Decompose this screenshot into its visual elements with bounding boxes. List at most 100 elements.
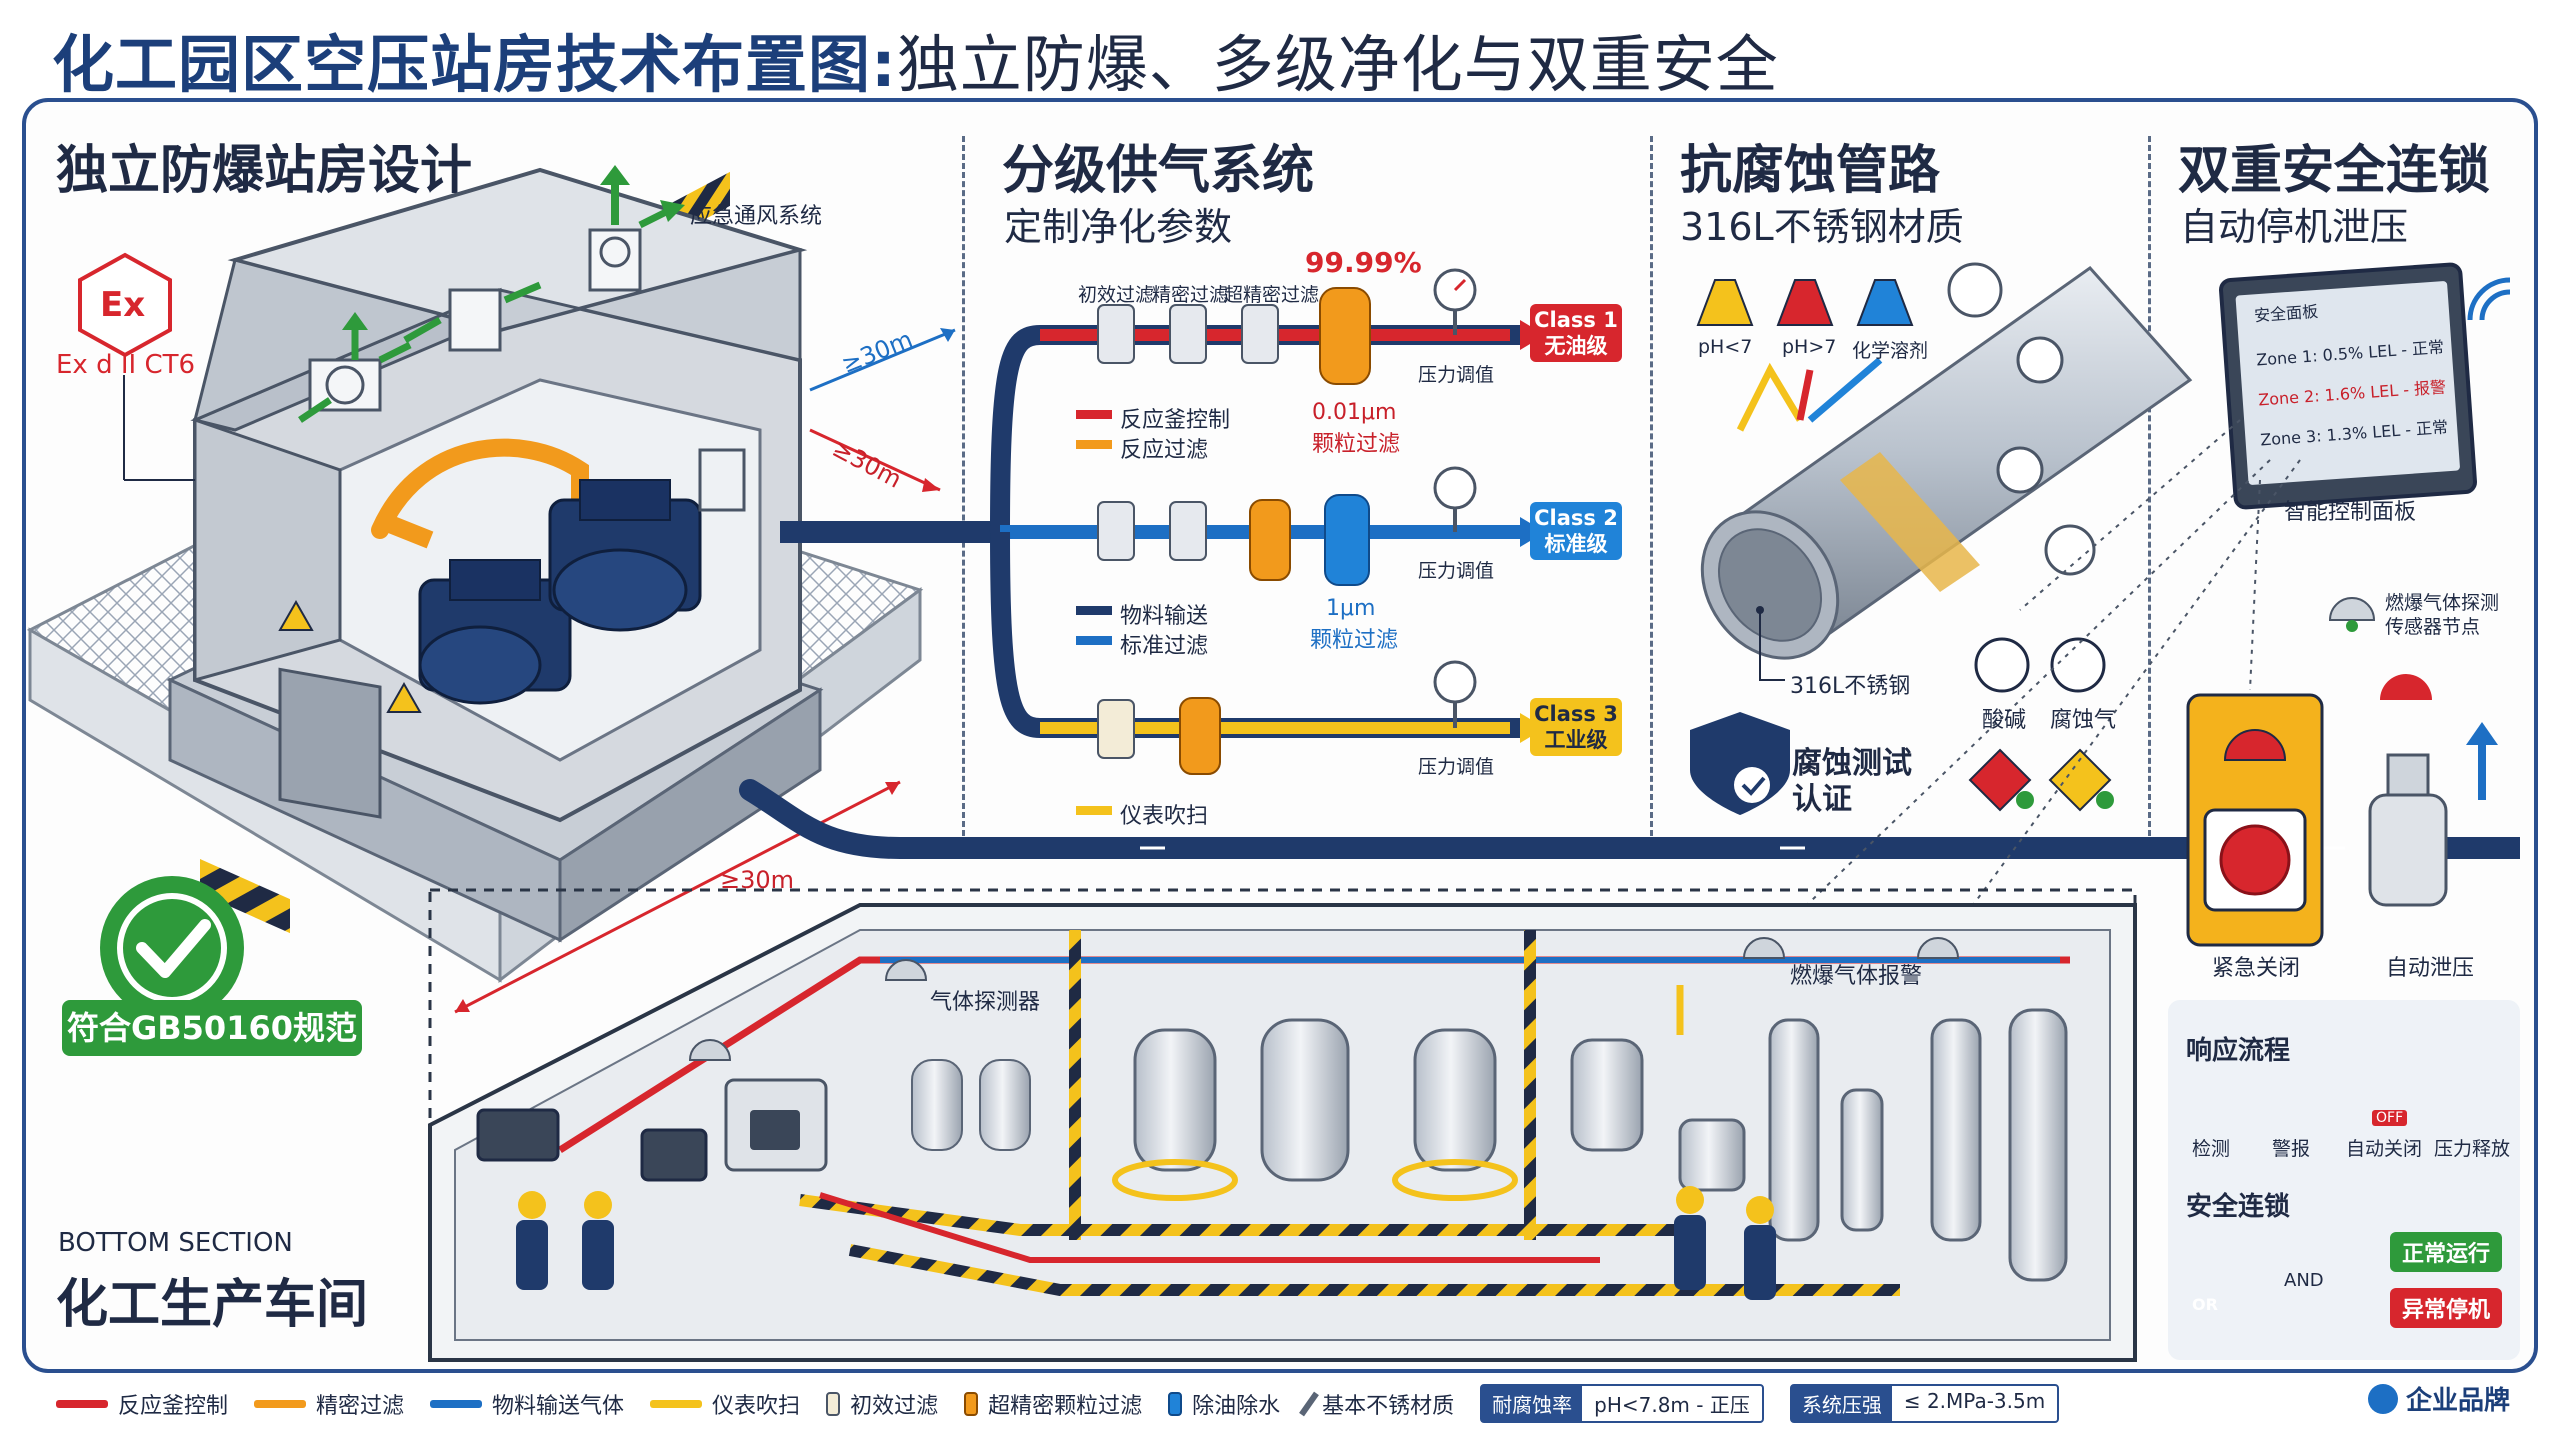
class1-legend-1: 反应釜控制 [1120,408,1231,433]
legend-item-stainless: 基本不锈材质 [1299,1388,1455,1420]
legend-item-ultra-filter: 超精密颗粒过滤 [964,1388,1142,1420]
pipe-material-label: 316L不锈钢 [1790,674,1911,699]
compliance-badge: 符合GB50160规范 [62,1000,362,1056]
gauge-label-1: 压力调值 [1418,364,1495,386]
section-title-safety: 双重安全连锁 [2178,141,2491,201]
gauge-label-2: 压力调值 [1418,560,1495,582]
section-subtitle-safety: 自动停机泄压 [2180,205,2409,249]
flask-label-1: pH<7 [1698,336,1753,358]
spec2-value: ≤ 2.MPa-3.5m [1903,1389,2046,1413]
section-title-station: 独立防爆站房设计 [56,141,473,201]
distance-label-3: ≥30m [720,866,795,894]
ex-mark-text: Ex [100,285,146,325]
legend-label-blue: 物料输送气体 [492,1393,625,1419]
compliance-check-icon [100,876,244,1020]
divider-3 [2148,136,2151,836]
legend-label-stainless: 基本不锈材质 [1322,1393,1455,1419]
legend-swatch-red [56,1399,108,1408]
title-main: 化工园区空压站房技术布置图: [52,28,897,101]
corrosion-pipe [1700,262,2193,681]
sensor-label-2: 传感器节点 [2385,616,2481,638]
class1-filters [1097,268,1477,385]
response-step-1: 检测 [2192,1138,2231,1160]
control-panel-screen [2219,262,2477,510]
ex-rating-label: Ex d II CT6 [56,350,196,380]
class1-particle-label: 颗粒过滤 [1312,432,1401,457]
legend-item-oil-water: 除油除水 [1168,1388,1280,1420]
control-panel-label: 智能控制面板 [2284,500,2417,525]
response-step-4: 压力释放 [2434,1138,2511,1160]
legend-label-orange: 精密过滤 [316,1393,405,1419]
abnormal-stop-chip: 异常停机 [2390,1288,2503,1328]
workers [516,1186,1776,1300]
brand-name: 企业品牌 [2406,1386,2511,1416]
workshop-lines [558,930,2070,1296]
gauge-label-3: 压力调值 [1418,756,1495,778]
class2-name: Class 2 [1534,506,1618,530]
legend-item-orange: 精密过滤 [254,1388,404,1420]
class2-grade: 标准级 [1544,532,1608,556]
reactor-tanks [911,1008,2068,1282]
class2-particle-size: 1μm [1326,596,1376,621]
vent-system-label: 应急通风系统 [690,204,823,229]
legend-label-ultra-filter: 超精密颗粒过滤 [988,1393,1143,1419]
class2-filters [1097,466,1477,586]
class2-legend-1: 物料输送 [1120,604,1209,629]
legend-bar: 反应釜控制 精密过滤 物料输送气体 仪表吹扫 初效过滤 超精密颗粒过滤 除油除水… [56,1384,2060,1423]
ex-marking-icon [78,252,195,481]
filter-label-2: 精密过滤 [1152,284,1229,306]
interlock-title: 安全连锁 [2186,1192,2291,1222]
class2-particle-label: 颗粒过滤 [1310,628,1399,653]
class3-legend-1: 仪表吹扫 [1120,804,1209,829]
legend-label-oil-water: 除油除水 [1192,1393,1281,1419]
legend-item-blue: 物料输送气体 [430,1388,624,1420]
section-title-workshop: 化工生产车间 [56,1275,369,1335]
legend-item-yellow: 仪表吹扫 [650,1388,800,1420]
cert-label-2: 认证 [1792,782,1852,817]
emergency-stop-button[interactable] [2186,693,2324,947]
class3-name: Class 3 [1534,702,1618,726]
response-flow-title: 响应流程 [2186,1036,2291,1066]
title-sub: 独立防爆、多级净化与双重安全 [896,28,1779,101]
or-input-label: OR [2192,1295,2218,1314]
dotted-signal-lines [1759,419,2301,951]
efficiency-label: 99.99% [1305,246,1422,279]
section-title-supply: 分级供气系统 [1002,141,1315,201]
shield-cert-icon [1690,712,1790,815]
oil-water-icon [1168,1391,1183,1416]
station-building [190,165,808,823]
class2-legend-2: 标准过滤 [1120,634,1209,659]
section-subtitle-corrosion: 316L不锈钢材质 [1680,205,1964,249]
cert-label-1: 腐蚀测试 [1792,746,1912,781]
legend-item-primary-filter: 初效过滤 [826,1388,938,1420]
relief-label: 自动泄压 [2386,956,2475,981]
section-title-corrosion: 抗腐蚀管路 [1680,141,1941,201]
workshop-gas-detectors [688,937,1960,1061]
wifi-icon [2467,277,2511,321]
screen-title: 安全面板 [2253,301,2319,326]
hazard-label-1: 酸碱 [1982,708,2027,733]
section-subtitle-supply: 定制净化参数 [1004,205,1233,249]
legend-label-yellow: 仪表吹扫 [712,1393,801,1419]
class1-name: Class 1 [1534,308,1618,332]
response-step-2: 警报 [2272,1138,2311,1160]
divider-2 [1650,136,1653,836]
bottom-section-tag: BOTTOM SECTION [58,1228,293,1258]
filter-label-1: 初效过滤 [1078,284,1155,306]
distance-arrows [454,328,956,1014]
off-tag: OFF [2372,1110,2408,1126]
stainless-pipe-icon [1299,1391,1320,1416]
class1-legend-2: 反应过滤 [1120,438,1209,463]
chemical-flask-icons [1696,279,1914,432]
legend-label-primary-filter: 初效过滤 [850,1393,939,1419]
brand-logo: 企业品牌 [2368,1380,2510,1417]
hazard-icons [1968,637,2114,812]
legend-swatch-blue [430,1399,483,1408]
legend-item-red: 反应釜控制 [56,1388,228,1420]
pressure-relief-valve-icon [2368,674,2498,907]
class1-grade: 无油级 [1544,334,1608,358]
primary-filter-icon [826,1391,841,1416]
